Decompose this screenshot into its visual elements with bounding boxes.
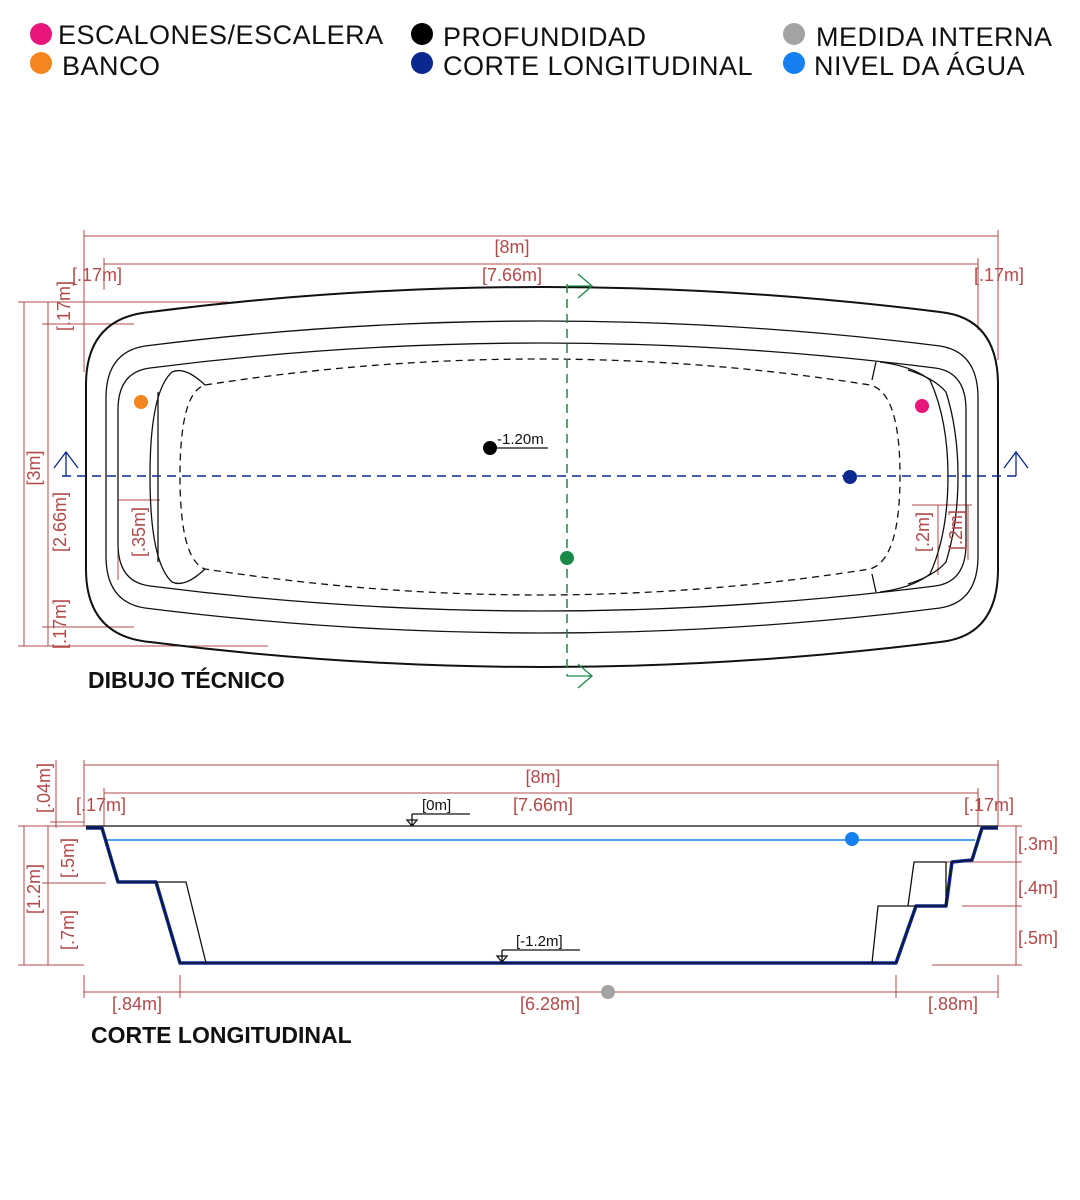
plan-view: -1.20m [8m] [7.66m] [.17m] [.17m] [.17m]… xyxy=(18,230,1029,693)
section-rim-left: [.17m] xyxy=(76,795,126,815)
section-total-length: [8m] xyxy=(525,767,560,787)
bench-profile xyxy=(156,881,207,964)
section-bench-length: [.84m] xyxy=(112,994,162,1014)
pool-floor-outline xyxy=(179,358,901,596)
plan-bench-width: [.35m] xyxy=(129,507,149,557)
plan-step-2: [.2m] xyxy=(946,510,966,550)
water-level-marker xyxy=(845,832,859,846)
legend-label-internal: MEDIDA INTERNA xyxy=(816,22,1053,52)
gray-dot-icon xyxy=(783,23,805,45)
section-profile-inner xyxy=(86,827,998,964)
section-total-depth: [1.2m] xyxy=(24,864,44,914)
pool-outer-outline xyxy=(85,286,999,668)
level-top-label: [0m] xyxy=(422,797,451,814)
steps-right-outline-3 xyxy=(871,361,877,593)
depth-label: -1.20m xyxy=(497,431,544,448)
cut-marker xyxy=(560,551,574,565)
legend-item-internal: MEDIDA INTERNA xyxy=(783,22,1053,52)
section-step-1-height: [.3m] xyxy=(1018,834,1058,854)
section-bench-depth: [.5m] xyxy=(58,838,78,878)
steps-marker xyxy=(915,399,929,413)
section-internal-length: [7.66m] xyxy=(513,795,573,815)
cut-arrow-right-icon xyxy=(1003,450,1029,476)
navy-dot-icon xyxy=(411,52,433,74)
plan-rim-bottom: [.17m] xyxy=(50,599,70,649)
plan-step-1: [.2m] xyxy=(913,512,933,552)
section-marker xyxy=(843,470,857,484)
section-rim-right: [.17m] xyxy=(964,795,1014,815)
pool-wall-outline xyxy=(117,342,967,612)
bench-left-outline xyxy=(149,369,206,585)
pool-rim-inner-outline xyxy=(105,320,979,634)
legend-item-bench: BANCO xyxy=(30,51,161,81)
section-view: [0m] [-1.2m] [8m] [7.66m] [.17m] [.17m] … xyxy=(18,760,1058,1048)
depth-marker xyxy=(483,441,497,455)
legend-label-steps: ESCALONES/ESCALERA xyxy=(58,20,384,50)
step-profile-upper xyxy=(907,861,947,907)
legend-item-steps: ESCALONES/ESCALERA xyxy=(30,20,384,50)
cut-arrow-left-icon xyxy=(53,450,79,476)
legend-item-section: CORTE LONGITUDINAL xyxy=(411,51,753,81)
steps-right-outline-2 xyxy=(907,369,959,585)
plan-internal-length: [7.66m] xyxy=(482,265,542,285)
legend-item-depth: PROFUNDIDAD xyxy=(411,22,647,52)
blue-dot-icon xyxy=(783,52,805,74)
plan-title: DIBUJO TÉCNICO xyxy=(88,666,285,693)
black-dot-icon xyxy=(411,23,433,45)
plan-internal-width: [2.66m] xyxy=(50,492,70,552)
plan-rim-top: [.17m] xyxy=(54,281,74,331)
step-profile-lower xyxy=(871,905,916,964)
section-title: CORTE LONGITUDINAL xyxy=(91,1022,352,1048)
cut-arrow-bottom-icon xyxy=(567,663,593,689)
section-rim-height: [.04m] xyxy=(34,763,54,813)
section-lower-depth: [.7m] xyxy=(58,910,78,950)
legend-item-water: NIVEL DA ÁGUA xyxy=(783,51,1025,81)
legend-label-bench: BANCO xyxy=(62,51,161,81)
level-bottom-marker: [-1.2m] xyxy=(495,933,580,964)
legend-label-section: CORTE LONGITUDINAL xyxy=(443,51,753,81)
plan-rim-right: [.17m] xyxy=(974,265,1024,285)
section-steps-length: [.88m] xyxy=(928,994,978,1014)
section-dimension-lines xyxy=(18,760,1022,998)
legend-label-water: NIVEL DA ÁGUA xyxy=(814,51,1025,81)
cut-arrow-top-icon xyxy=(567,273,593,299)
section-step-3-height: [.5m] xyxy=(1018,928,1058,948)
plan-rim-left: [.17m] xyxy=(72,265,122,285)
internal-measure-marker xyxy=(601,985,615,999)
level-bottom-label: [-1.2m] xyxy=(516,933,563,950)
plan-total-length: [8m] xyxy=(494,237,529,257)
legend: ESCALONES/ESCALERA BANCO PROFUNDIDAD COR… xyxy=(30,20,1053,81)
section-step-2-height: [.4m] xyxy=(1018,878,1058,898)
level-top-marker: [0m] xyxy=(405,797,470,828)
plan-total-width: [3m] xyxy=(24,450,44,485)
bench-marker xyxy=(134,395,148,409)
orange-dot-icon xyxy=(30,52,52,74)
section-floor-length: [6.28m] xyxy=(520,994,580,1014)
legend-label-depth: PROFUNDIDAD xyxy=(443,22,647,52)
magenta-dot-icon xyxy=(30,23,52,45)
